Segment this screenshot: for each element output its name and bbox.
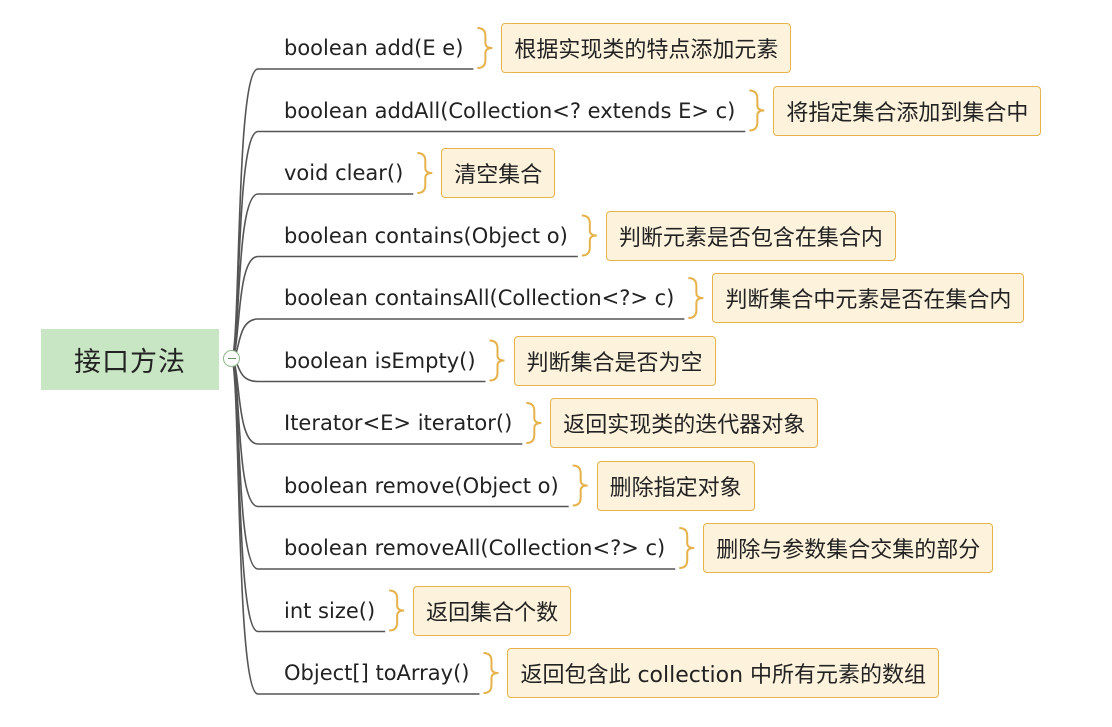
root-label: 接口方法 (74, 347, 186, 378)
method-note-text: 清空集合 (454, 163, 543, 188)
method-note[interactable]: 判断元素是否包含在集合内 (605, 210, 896, 261)
curly-brace-icon (679, 527, 695, 569)
curly-brace-icon (688, 277, 704, 319)
method-note[interactable]: 返回包含此 collection 中所有元素的数组 (507, 648, 940, 698)
method-signature[interactable]: boolean remove(Object o) (284, 473, 559, 498)
curly-brace-icon (526, 402, 542, 444)
method-note[interactable]: 将指定集合添加到集合中 (773, 85, 1042, 136)
method-note[interactable]: 根据实现类的特点添加元素 (501, 23, 792, 73)
curly-brace-icon (483, 652, 499, 694)
method-signature[interactable]: Object[] toArray() (284, 661, 470, 685)
method-signature[interactable]: void clear() (284, 161, 404, 185)
method-signature[interactable]: boolean add(E e) (284, 36, 464, 60)
method-signature[interactable]: boolean removeAll(Collection<?> c) (284, 536, 666, 560)
curly-brace-icon (581, 214, 597, 257)
method-signature[interactable]: boolean addAll(Collection<? extends E> c… (284, 98, 736, 123)
root-node[interactable]: 接口方法 (41, 329, 219, 390)
branch-line (230, 193, 414, 360)
method-note-text: 判断集合是否为空 (526, 350, 703, 376)
method-note[interactable]: 返回实现类的迭代器对象 (550, 398, 819, 448)
method-note[interactable]: 判断集合是否为空 (513, 335, 716, 386)
curly-brace-icon (417, 152, 433, 194)
method-note-text: 返回集合个数 (426, 600, 559, 626)
method-signature[interactable]: boolean isEmpty() (284, 348, 476, 373)
method-note-text: 返回包含此 collection 中所有元素的数组 (520, 663, 927, 688)
method-note[interactable]: 判断集合中元素是否在集合内 (712, 273, 1025, 323)
curly-brace-icon (489, 339, 505, 382)
method-note[interactable]: 删除与参数集合交集的部分 (703, 523, 994, 573)
curly-brace-icon (749, 89, 765, 132)
method-signature[interactable]: Iterator<E> iterator() (284, 411, 513, 435)
method-note-text: 判断集合中元素是否在集合内 (725, 288, 1012, 313)
curly-brace-icon (572, 464, 588, 507)
method-note[interactable]: 清空集合 (441, 148, 556, 198)
method-signature[interactable]: int size() (284, 598, 376, 623)
branch-line (230, 358, 480, 695)
method-note-text: 返回实现类的迭代器对象 (563, 413, 806, 438)
method-note-text: 将指定集合添加到集合中 (786, 100, 1029, 126)
collapse-toggle-button[interactable] (223, 350, 240, 367)
method-note[interactable]: 返回集合个数 (413, 585, 572, 636)
method-note-text: 删除与参数集合交集的部分 (716, 538, 981, 563)
method-note[interactable]: 删除指定对象 (596, 460, 755, 511)
method-signature[interactable]: boolean containsAll(Collection<?> c) (284, 286, 675, 310)
method-note-text: 判断元素是否包含在集合内 (618, 225, 883, 251)
minus-icon (227, 357, 236, 360)
method-note-text: 根据实现类的特点添加元素 (514, 38, 779, 63)
curly-brace-icon (477, 27, 493, 69)
method-signature[interactable]: boolean contains(Object o) (284, 223, 568, 248)
curly-brace-icon (389, 589, 405, 632)
method-note-text: 删除指定对象 (609, 475, 742, 501)
